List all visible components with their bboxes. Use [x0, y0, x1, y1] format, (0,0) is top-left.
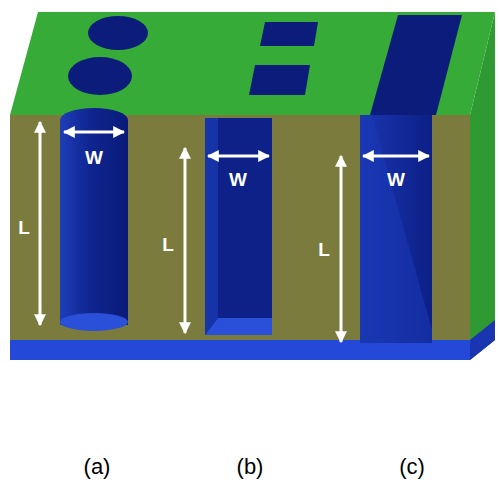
square-hole — [260, 22, 318, 46]
hole-floor — [205, 318, 272, 335]
hole-wall — [205, 118, 218, 335]
length-label: L — [318, 239, 330, 261]
trench-opening — [370, 15, 462, 115]
circular-hole — [88, 16, 148, 50]
width-label: W — [229, 169, 247, 191]
panel-label: (c) — [399, 454, 425, 480]
width-arrow — [208, 155, 269, 158]
top-face — [10, 12, 495, 115]
square-hole — [249, 65, 310, 95]
panel-label: (b) — [237, 454, 264, 480]
square-hole-cut — [205, 118, 272, 335]
hole-floor — [60, 313, 128, 331]
width-label: W — [85, 147, 103, 169]
circular-hole — [68, 57, 132, 95]
length-arrow — [340, 156, 343, 342]
trench-cut — [360, 115, 432, 343]
length-label: L — [18, 217, 30, 239]
cylinder-hole — [60, 108, 128, 325]
length-arrow — [184, 148, 187, 333]
width-arrow — [363, 155, 429, 158]
length-arrow — [39, 122, 42, 325]
length-label: L — [162, 234, 174, 256]
width-arrow — [64, 131, 124, 134]
width-label: W — [387, 169, 405, 191]
trench-wall — [360, 115, 432, 343]
panel-label: (a) — [84, 454, 111, 480]
